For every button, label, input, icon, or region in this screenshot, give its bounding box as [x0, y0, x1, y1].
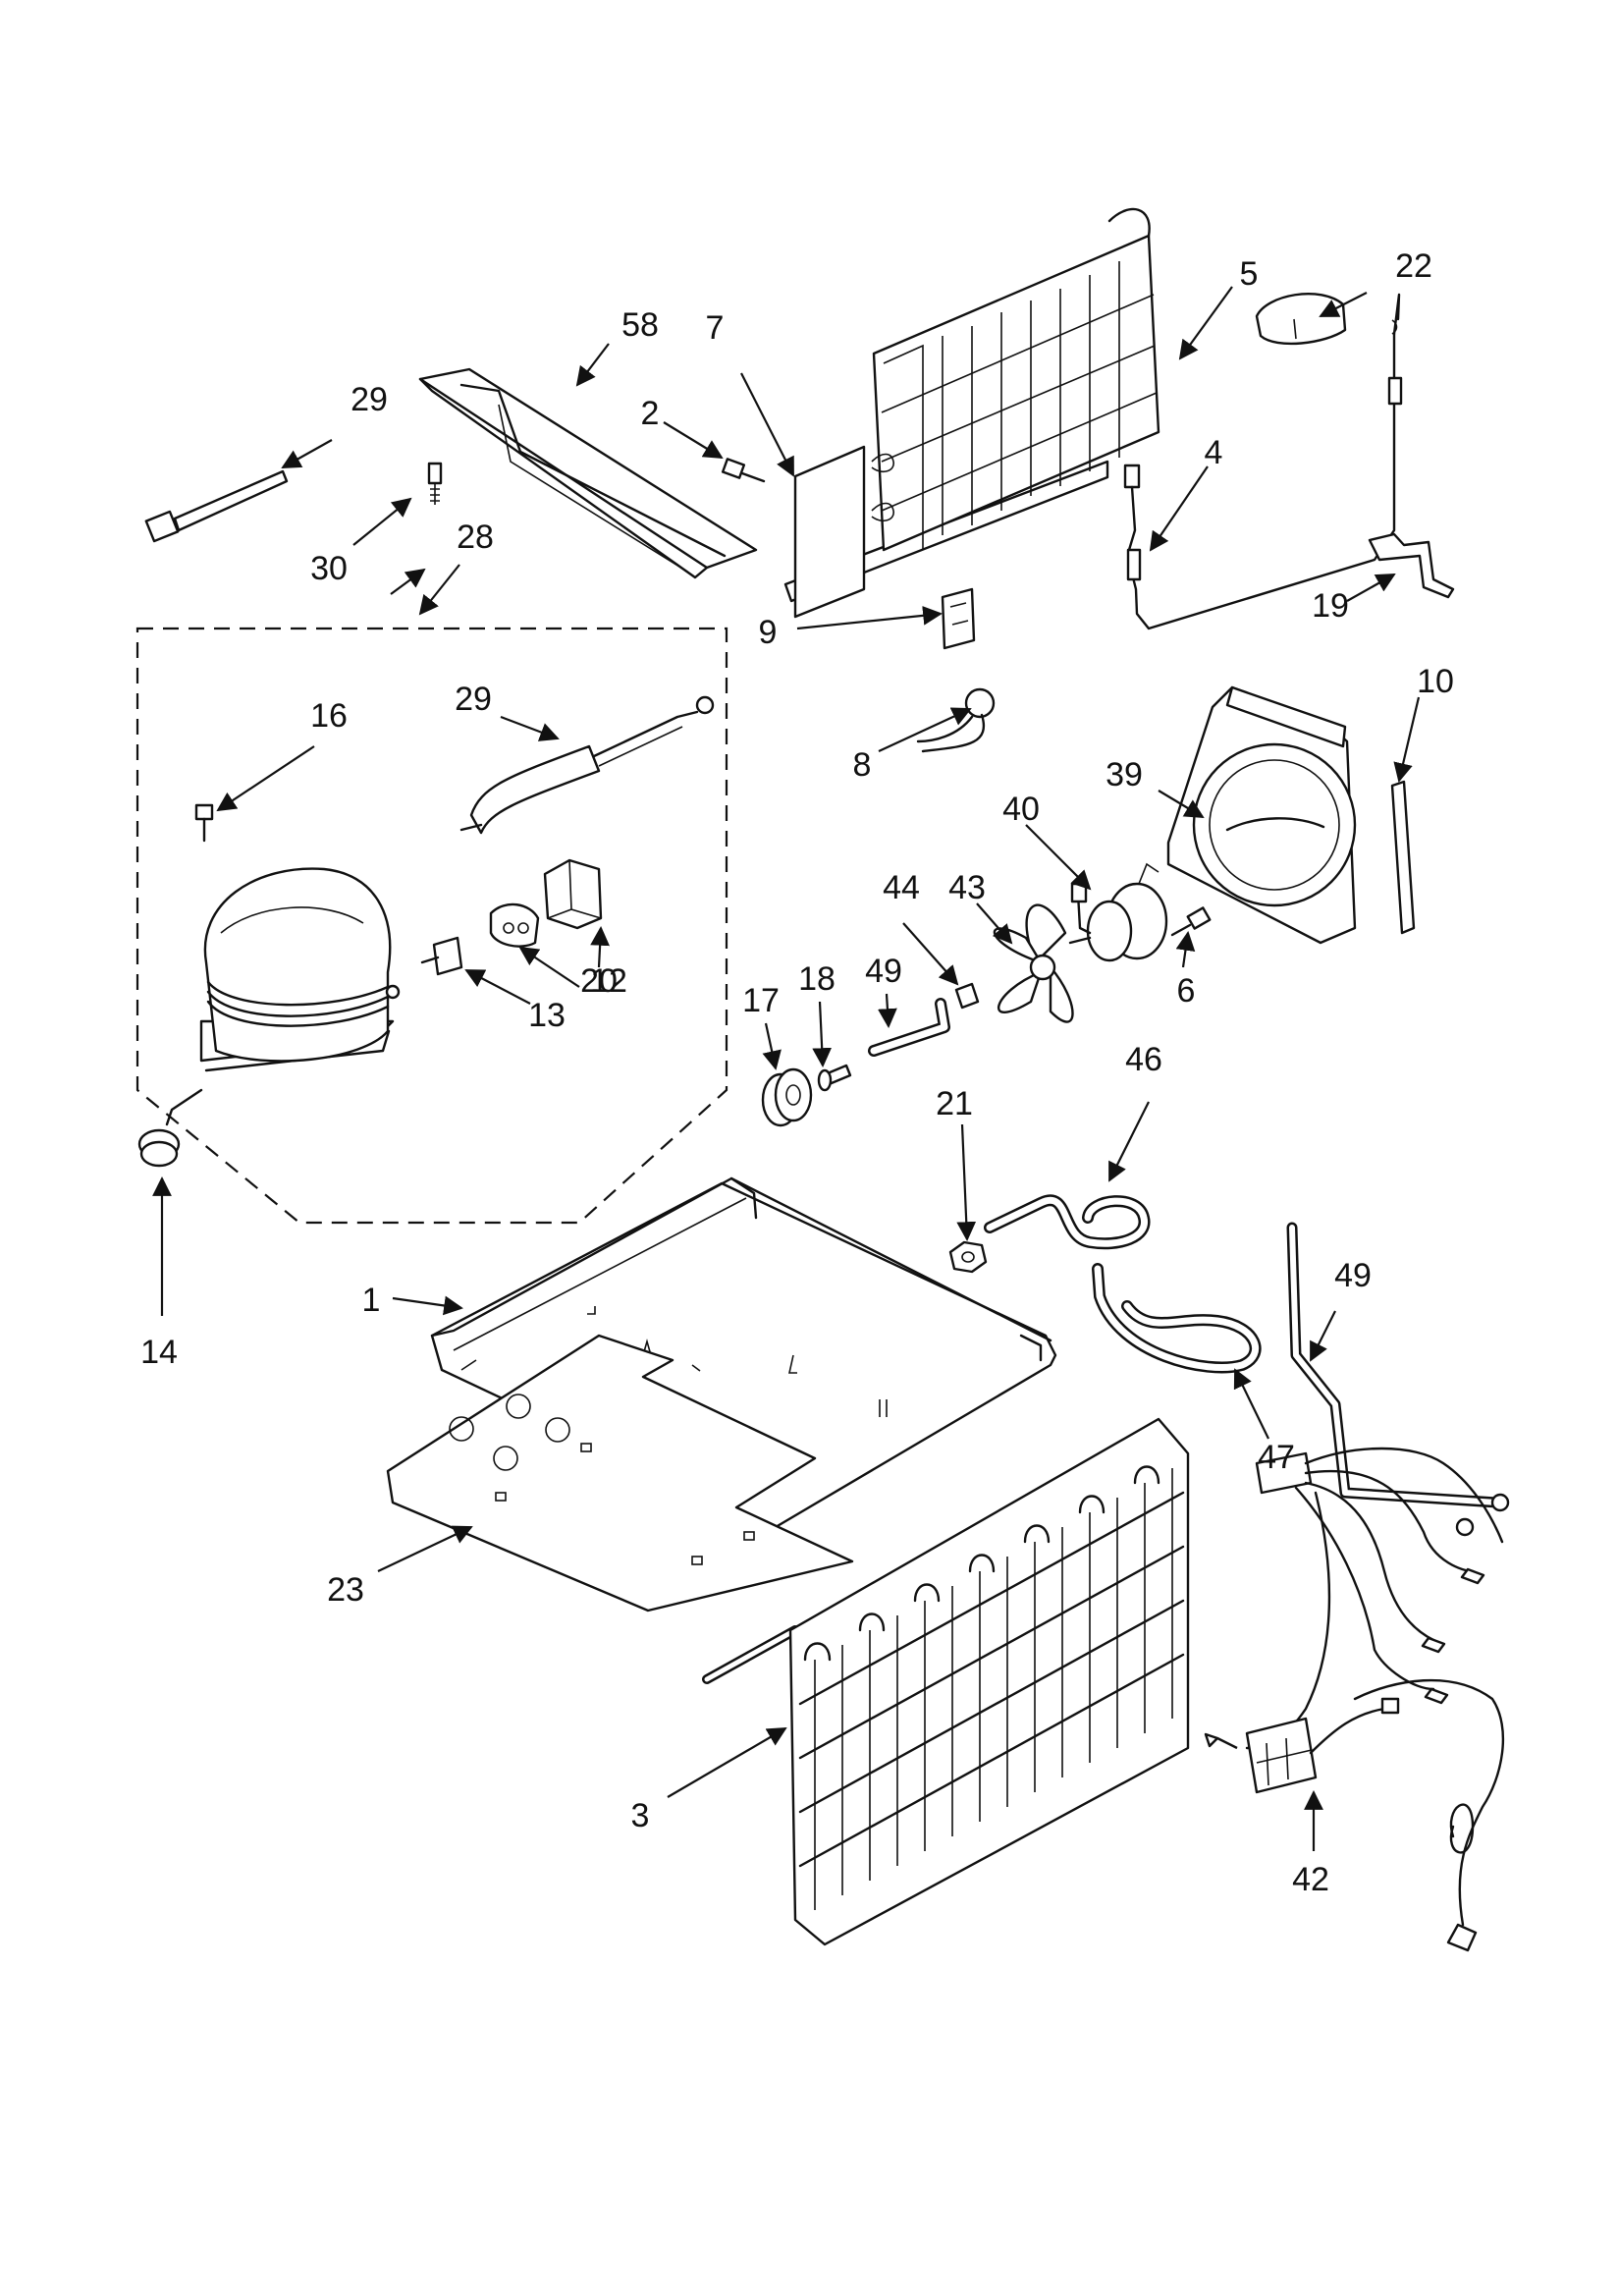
callout-10: 10 [1417, 663, 1454, 700]
callout-49: 49 [1334, 1257, 1372, 1294]
part-wire-harness [1204, 1447, 1505, 1952]
part-relay-20 [489, 902, 540, 948]
callout-20: 20 [580, 962, 618, 1000]
callout-22: 22 [1395, 247, 1432, 285]
part-screw-16 [194, 803, 214, 843]
callout-7: 7 [706, 309, 725, 347]
part-coil-46 [984, 1194, 1151, 1250]
callout-39: 39 [1106, 756, 1143, 793]
callout-6: 6 [1177, 972, 1196, 1010]
part-roller-17 [761, 1067, 813, 1127]
callout-labels: 29 58 2 7 5 22 4 19 30 28 9 29 8 10 16 3… [140, 247, 1454, 1898]
part-cable-tie [144, 469, 289, 543]
callout-5: 5 [1240, 255, 1259, 293]
callout-29: 29 [455, 681, 492, 718]
part-axle-18 [817, 1064, 852, 1092]
part-grommet-14 [137, 1088, 203, 1168]
callout-48: 49 [865, 953, 902, 990]
part-drier [459, 695, 715, 835]
part-strip-10 [1390, 780, 1416, 935]
callout-58: 58 [621, 306, 659, 344]
callout-43: 43 [948, 869, 986, 906]
callout-8: 8 [853, 746, 872, 784]
callout-3: 3 [631, 1797, 650, 1834]
part-tube-49 [1286, 1222, 1510, 1512]
part-base-frame [430, 1176, 1057, 1529]
callout-9: 9 [759, 614, 778, 651]
part-connector-8 [916, 687, 996, 753]
part-fan-shroud [1166, 685, 1357, 945]
callout-2: 2 [641, 395, 660, 432]
compressor-assembly-boundary [135, 627, 728, 1225]
callout-47: 47 [1258, 1439, 1295, 1476]
part-insulation-board [386, 1334, 854, 1613]
part-evaporator [783, 207, 1160, 619]
callout-1: 1 [362, 1282, 381, 1319]
part-screw-2 [721, 458, 766, 483]
part-condenser [702, 1417, 1190, 1946]
callout-19: 19 [1312, 587, 1349, 625]
callout-17: 17 [742, 982, 780, 1019]
part-drain-tray [418, 367, 758, 579]
part-pad-22 [1255, 293, 1347, 346]
callout-46: 46 [1125, 1041, 1162, 1078]
part-screw-31 [427, 462, 443, 505]
leader-lines [152, 286, 1421, 1851]
callout-4: 4 [1205, 434, 1223, 471]
callout-21: 21 [936, 1085, 973, 1122]
callout-13: 13 [528, 997, 566, 1034]
callout-18: 18 [798, 960, 836, 998]
callout-16: 16 [310, 697, 348, 735]
part-nut-21 [948, 1240, 988, 1274]
part-screw-6 [1170, 906, 1212, 937]
callout-44: 44 [883, 869, 920, 906]
callout-23: 23 [327, 1571, 364, 1609]
part-harness-4 [1123, 293, 1403, 630]
callout-30: 29 [351, 381, 388, 418]
part-clip-19 [1368, 532, 1455, 599]
part-compressor [199, 867, 401, 1072]
callout-12: 12 [590, 962, 627, 1000]
part-tube-48 [868, 998, 950, 1057]
part-retainer-44 [954, 982, 980, 1010]
callout-40: 40 [1002, 791, 1040, 828]
callout-42: 42 [1292, 1861, 1329, 1898]
part-coil-47 [1092, 1263, 1262, 1374]
callout-31: 30 [310, 550, 348, 587]
part-fan-motor [1068, 862, 1168, 962]
part-bracket-9 [941, 587, 976, 650]
callout-28: 28 [457, 519, 494, 556]
part-fan-blade [993, 903, 1074, 1023]
part-overload-13 [420, 936, 463, 976]
callout-14: 14 [140, 1334, 178, 1371]
part-relay-cover-12 [543, 858, 603, 930]
